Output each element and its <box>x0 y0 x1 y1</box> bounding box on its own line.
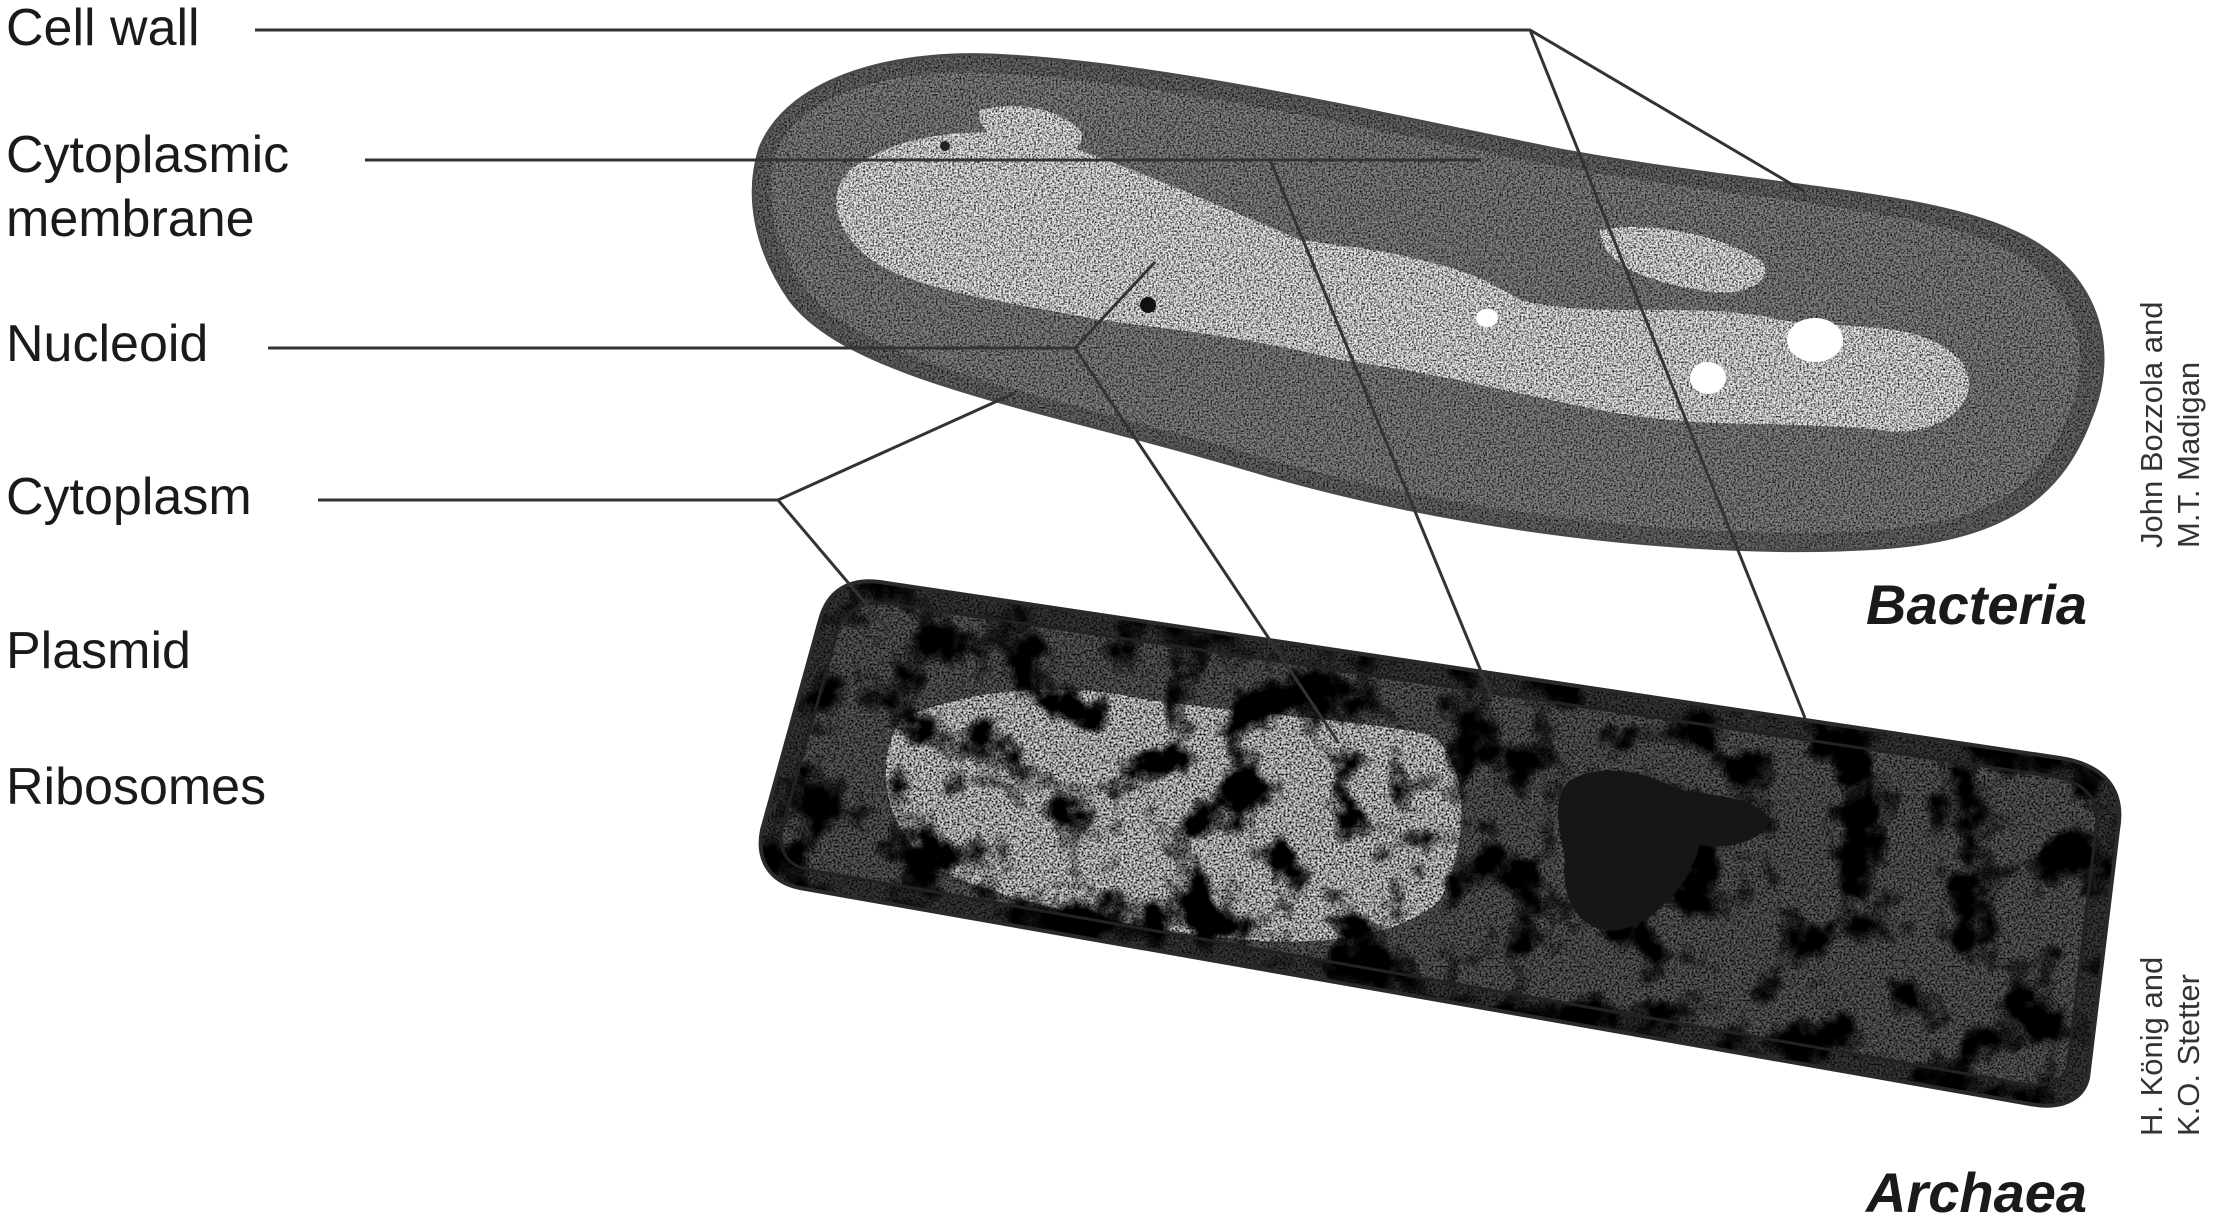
label-cell-wall: Cell wall <box>6 0 200 59</box>
label-nucleoid: Nucleoid <box>6 313 208 375</box>
bacteria-granule <box>1140 297 1156 313</box>
credit-archaea-line2: K.O. Stetter <box>2170 957 2207 1136</box>
archaea-texture <box>740 560 2140 1130</box>
archaea-cell <box>740 560 2140 1130</box>
credit-bacteria-line1: John Bozzola and <box>2133 302 2170 548</box>
label-bacteria: Bacteria <box>1866 572 2087 637</box>
label-cytoplasmic-membrane-line1: Cytoplasmic <box>6 124 289 186</box>
bacteria-vacuole-3 <box>1476 309 1498 327</box>
credit-bacteria-line2: M.T. Madigan <box>2170 302 2207 548</box>
label-ribosomes: Ribosomes <box>6 756 266 818</box>
label-archaea: Archaea <box>1866 1160 2087 1225</box>
label-cytoplasmic-membrane-line2: membrane <box>6 188 255 250</box>
credit-bacteria: John Bozzola and M.T. Madigan <box>2133 302 2207 548</box>
bacteria-vacuole <box>1787 318 1843 362</box>
bacteria-vacuole-2 <box>1690 362 1726 394</box>
credit-archaea: H. König and K.O. Stetter <box>2133 957 2207 1136</box>
label-cytoplasm: Cytoplasm <box>6 466 252 528</box>
label-plasmid: Plasmid <box>6 620 191 682</box>
bacteria-granule-2 <box>940 141 950 151</box>
bacteria-texture <box>740 40 2140 580</box>
bacteria-cell <box>740 40 2140 580</box>
leader-cytoplasm-bacteria <box>318 393 1015 500</box>
credit-archaea-line1: H. König and <box>2133 957 2170 1136</box>
